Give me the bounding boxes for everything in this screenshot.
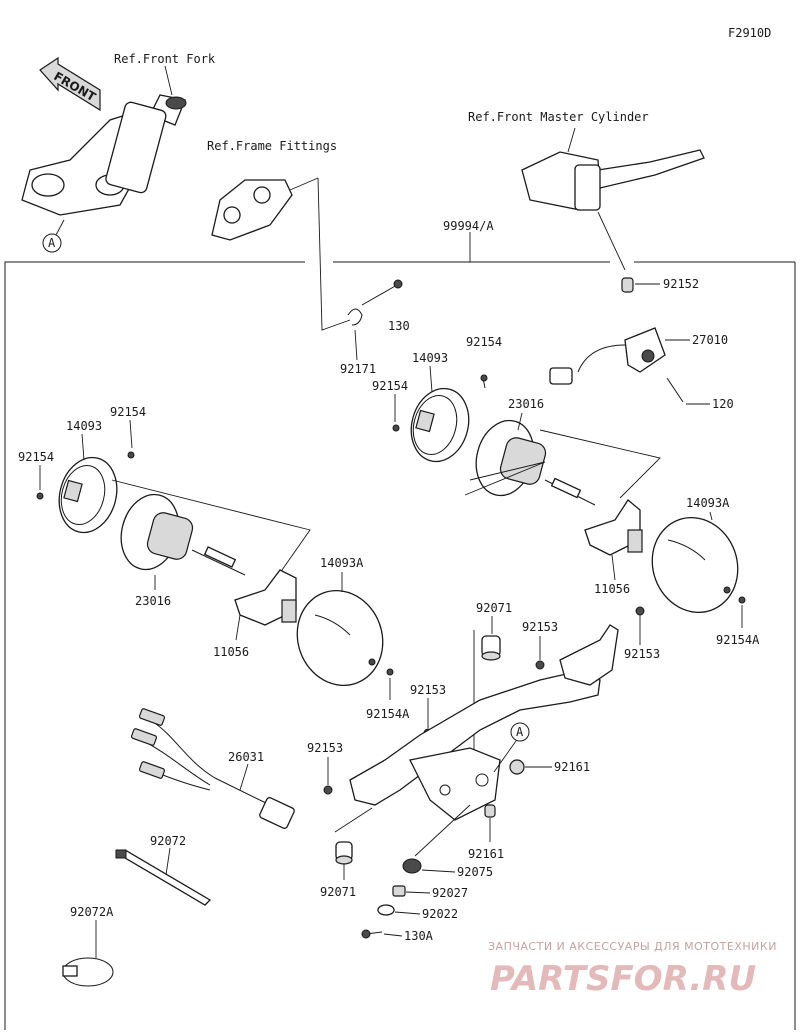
label-11056-left: 11056 [213, 645, 249, 659]
label-92154a-left: 92154A [366, 707, 410, 721]
callout-a-lower [510, 722, 530, 742]
cable-tie-92072 [115, 849, 212, 906]
diagram-code: F2910D [728, 26, 771, 40]
label-92161-b: 92161 [468, 847, 504, 861]
bolt-130a [361, 929, 383, 939]
front-arrow-icon: FRONT [39, 56, 101, 112]
callout-a-top-label: A [48, 236, 56, 250]
lens-left-14093a [296, 590, 384, 686]
label-92153-d: 92153 [307, 741, 343, 755]
label-92153-b: 92153 [624, 647, 660, 661]
label-92153-c: 92153 [410, 683, 446, 697]
bolt-130 [361, 279, 403, 306]
lens-right-14093a [651, 517, 739, 613]
cap-92161-a [509, 759, 525, 775]
assembly-frame [4, 232, 796, 1030]
grommet-92075 [402, 858, 422, 874]
ref-front-fork: Ref.Front Fork [114, 52, 216, 66]
label-92071-bottom: 92071 [320, 885, 356, 899]
label-11056-right: 11056 [594, 582, 630, 596]
switch-27010 [549, 327, 666, 385]
label-92154-right-2: 92154 [372, 379, 408, 393]
callout-a-lower-label: A [516, 725, 524, 739]
frame-fittings-bracket [211, 177, 319, 241]
label-92154-right-1: 92154 [466, 335, 502, 349]
label-92154-left-2: 92154 [18, 450, 54, 464]
bracket-right-11056 [584, 499, 643, 556]
label-92022: 92022 [422, 907, 458, 921]
signal-body-right-23016 [475, 419, 596, 506]
label-92161-a: 92161 [554, 760, 590, 774]
clip-92171 [347, 308, 363, 326]
label-92153-a: 92153 [522, 620, 558, 634]
grommet-92071-top [481, 635, 501, 661]
label-23016-right: 23016 [508, 397, 544, 411]
watermark-logo: PARTSFOR.RU [490, 959, 756, 999]
washer-92022 [377, 904, 395, 916]
assembly-label: 99994/A [443, 219, 494, 233]
label-26031: 26031 [228, 750, 264, 764]
label-92171: 92171 [340, 362, 376, 376]
harness-26031 [130, 708, 295, 829]
part-92152 [621, 277, 634, 293]
bracket-left-11056 [234, 569, 297, 626]
label-92072: 92072 [150, 834, 186, 848]
label-92152: 92152 [663, 277, 699, 291]
callout-a-top [42, 233, 62, 253]
signal-rim-left-14093 [58, 456, 118, 534]
main-stay-bracket [349, 624, 619, 821]
label-92075: 92075 [457, 865, 493, 879]
screw-120 [666, 377, 684, 403]
ref-front-master-cylinder: Ref.Front Master Cylinder [468, 110, 649, 124]
label-120: 120 [712, 397, 734, 411]
label-92027: 92027 [432, 886, 468, 900]
label-92154-left-1: 92154 [110, 405, 146, 419]
watermark-line1: ЗАПЧАСТИ И АКСЕССУАРЫ ДЛЯ МОТОТЕХНИКИ [488, 940, 777, 953]
label-14093a-left: 14093A [320, 556, 364, 570]
label-14093-left: 14093 [66, 419, 102, 433]
label-92154a-right: 92154A [716, 633, 760, 647]
cap-92161-b [484, 804, 496, 818]
signal-rim-right-14093 [410, 387, 470, 463]
label-92072a: 92072A [70, 905, 114, 919]
band-92072a [62, 957, 114, 987]
label-14093a-right: 14093A [686, 496, 730, 510]
label-130: 130 [388, 319, 410, 333]
label-14093-right: 14093 [412, 351, 448, 365]
grommet-92071-bottom [335, 841, 353, 865]
label-130a: 130A [404, 929, 434, 943]
master-cylinder [521, 127, 705, 271]
front-fork-bracket [21, 65, 187, 236]
signal-body-left-23016 [120, 493, 246, 576]
label-27010: 27010 [692, 333, 728, 347]
collar-92027 [392, 885, 406, 897]
ref-frame-fittings: Ref.Frame Fittings [207, 139, 337, 153]
label-92071-top: 92071 [476, 601, 512, 615]
label-23016-left: 23016 [135, 594, 171, 608]
